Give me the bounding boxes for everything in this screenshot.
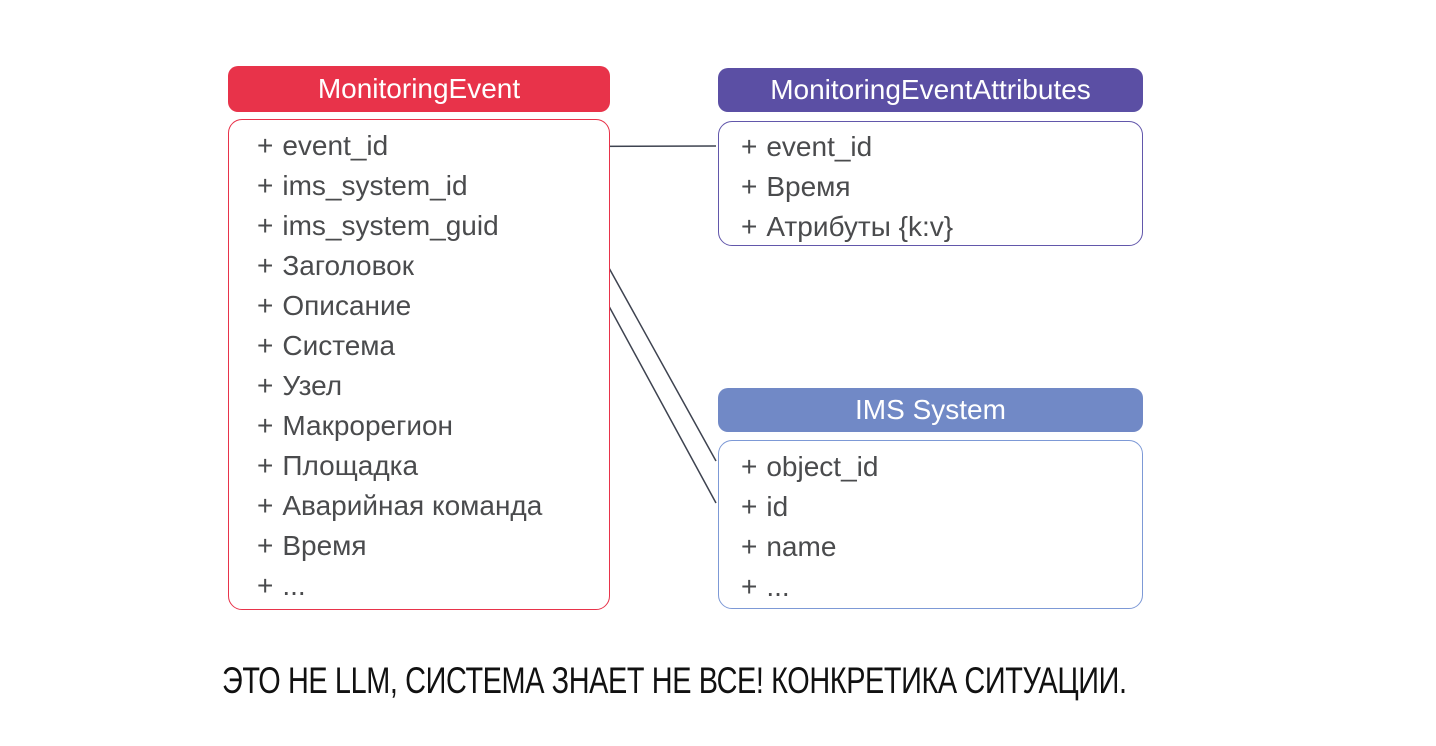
- field-visibility-marker: +: [257, 410, 274, 441]
- entity-ims-system-header: IMS System: [718, 388, 1143, 432]
- field-visibility-marker: +: [257, 570, 274, 601]
- field-visibility-marker: +: [741, 491, 758, 522]
- field-row: + name: [741, 527, 1142, 567]
- field-visibility-marker: +: [741, 451, 758, 482]
- field-row: + event_id: [257, 126, 609, 166]
- entity-monitoring-event-field-list: +event_id+ims_system_id+ims_system_guid+…: [228, 119, 610, 610]
- field-visibility-marker: +: [741, 571, 758, 602]
- entity-ims-system: IMS System + object_id + id + name +...: [718, 388, 1143, 609]
- field-visibility-marker: +: [257, 490, 274, 521]
- field-visibility-marker: +: [257, 290, 274, 321]
- field-visibility-marker: +: [257, 530, 274, 561]
- field-visibility-marker: +: [257, 170, 274, 201]
- field-label: name: [766, 531, 837, 562]
- entity-monitoring-event-attributes-header: MonitoringEventAttributes: [718, 68, 1143, 112]
- field-label: Заголовок: [282, 250, 415, 281]
- caption-text: ЭТО НЕ LLM, СИСТЕМА ЗНАЕТ НЕ ВСЕ! КОНКРЕ…: [222, 660, 1127, 701]
- field-row: + ims_system_id: [257, 166, 609, 206]
- field-row: +...: [257, 566, 609, 606]
- field-visibility-marker: +: [257, 250, 274, 281]
- field-visibility-marker: +: [741, 211, 758, 242]
- field-visibility-marker: +: [257, 370, 274, 401]
- field-row: + Заголовок: [257, 246, 609, 286]
- field-label: Система: [282, 330, 396, 361]
- field-row: + Система: [257, 326, 609, 366]
- field-label: ims_system_id: [282, 170, 468, 201]
- field-row: + event_id: [741, 127, 1142, 167]
- field-visibility-marker: +: [257, 130, 274, 161]
- field-label: Аварийная команда: [282, 490, 543, 521]
- field-label: Описание: [282, 290, 412, 321]
- field-row: + Описание: [257, 286, 609, 326]
- field-row: + Площадка: [257, 446, 609, 486]
- field-label: Атрибуты {k:v}: [766, 211, 954, 242]
- field-row: + Аварийная команда: [257, 486, 609, 526]
- entity-monitoring-event-attributes-field-list: + event_id + Время + Атрибуты {k:v}: [718, 121, 1143, 246]
- field-label: Время: [282, 530, 367, 561]
- field-row: + Атрибуты {k:v}: [741, 207, 1142, 247]
- field-visibility-marker: +: [257, 330, 274, 361]
- field-label: event_id: [766, 131, 873, 162]
- field-visibility-marker: +: [741, 531, 758, 562]
- field-label: id: [766, 491, 789, 522]
- field-label: Узел: [282, 370, 343, 401]
- field-label: object_id: [766, 451, 879, 482]
- field-label: Макрорегион: [282, 410, 453, 441]
- field-label: ims_system_guid: [282, 210, 499, 241]
- field-row: + Макрорегион: [257, 406, 609, 446]
- field-visibility-marker: +: [257, 450, 274, 481]
- field-row: + id: [741, 487, 1142, 527]
- field-label: Площадка: [282, 450, 419, 481]
- entity-monitoring-event-attributes: MonitoringEventAttributes + event_id + Врем…: [718, 68, 1143, 246]
- field-visibility-marker: +: [741, 131, 758, 162]
- field-row: + object_id: [741, 447, 1142, 487]
- field-row: + ims_system_guid: [257, 206, 609, 246]
- field-visibility-marker: +: [741, 171, 758, 202]
- field-visibility-marker: +: [257, 210, 274, 241]
- field-row: + Время: [257, 526, 609, 566]
- field-label: event_id: [282, 130, 389, 161]
- field-label: Время: [766, 171, 851, 202]
- field-row: +...: [741, 567, 1142, 607]
- entity-monitoring-event: MonitoringEvent +event_id+ims_system_id+…: [228, 66, 610, 611]
- field-label: ...: [766, 571, 790, 602]
- field-label: ...: [282, 570, 306, 601]
- field-row: + Время: [741, 167, 1142, 207]
- entity-ims-system-field-list: + object_id + id + name +...: [718, 440, 1143, 609]
- entity-monitoring-event-header: MonitoringEvent: [228, 66, 610, 112]
- field-row: + Узел: [257, 366, 609, 406]
